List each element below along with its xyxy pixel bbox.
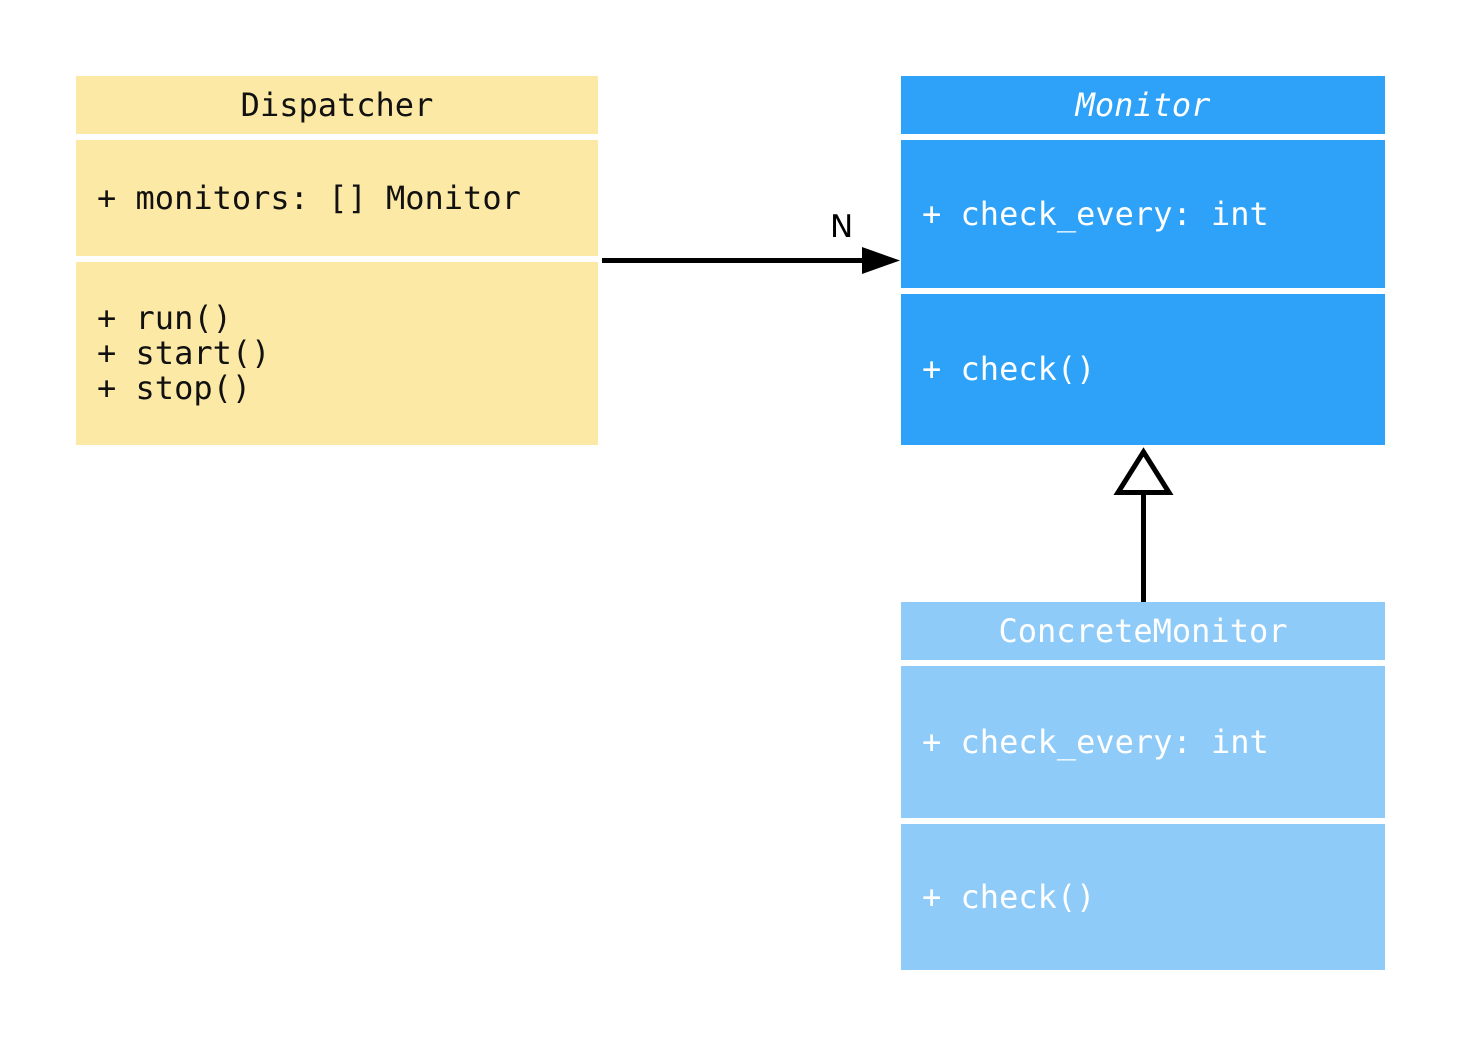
attribute-label: + check_every: int	[922, 722, 1269, 761]
class-node-concretemonitor: ConcreteMonitor + check_every: int + che…	[901, 602, 1385, 970]
class-title-dispatcher: Dispatcher	[76, 76, 598, 134]
class-title-concretemonitor: ConcreteMonitor	[901, 602, 1385, 660]
class-node-monitor: Monitor + check_every: int + check()	[901, 76, 1385, 445]
inheritance-triangle-icon	[1113, 447, 1174, 495]
class-attributes-dispatcher: + monitors: [] Monitor	[76, 140, 598, 256]
class-name-label: ConcreteMonitor	[998, 611, 1288, 650]
attribute-label: + check_every: int	[922, 194, 1269, 233]
class-title-monitor: Monitor	[901, 76, 1385, 134]
class-name-label: Monitor	[1075, 85, 1211, 124]
class-name-label: Dispatcher	[240, 85, 434, 124]
class-methods-concretemonitor: + check()	[901, 824, 1385, 970]
association-multiplicity-label: N	[830, 209, 854, 245]
attribute-label: + monitors: [] Monitor	[97, 178, 521, 217]
class-methods-monitor: + check()	[901, 294, 1385, 445]
class-attributes-monitor: + check_every: int	[901, 140, 1385, 288]
method-label: + run()	[97, 299, 232, 337]
method-label: + check()	[922, 350, 1096, 388]
class-methods-dispatcher: + run() + start() + stop()	[76, 262, 598, 445]
method-label: + check()	[922, 877, 1096, 916]
method-label: + stop()	[97, 369, 252, 407]
method-label: + start()	[97, 334, 271, 372]
class-attributes-concretemonitor: + check_every: int	[901, 666, 1385, 818]
association-arrowhead-icon	[862, 247, 900, 274]
class-node-dispatcher: Dispatcher + monitors: [] Monitor + run(…	[76, 76, 598, 445]
